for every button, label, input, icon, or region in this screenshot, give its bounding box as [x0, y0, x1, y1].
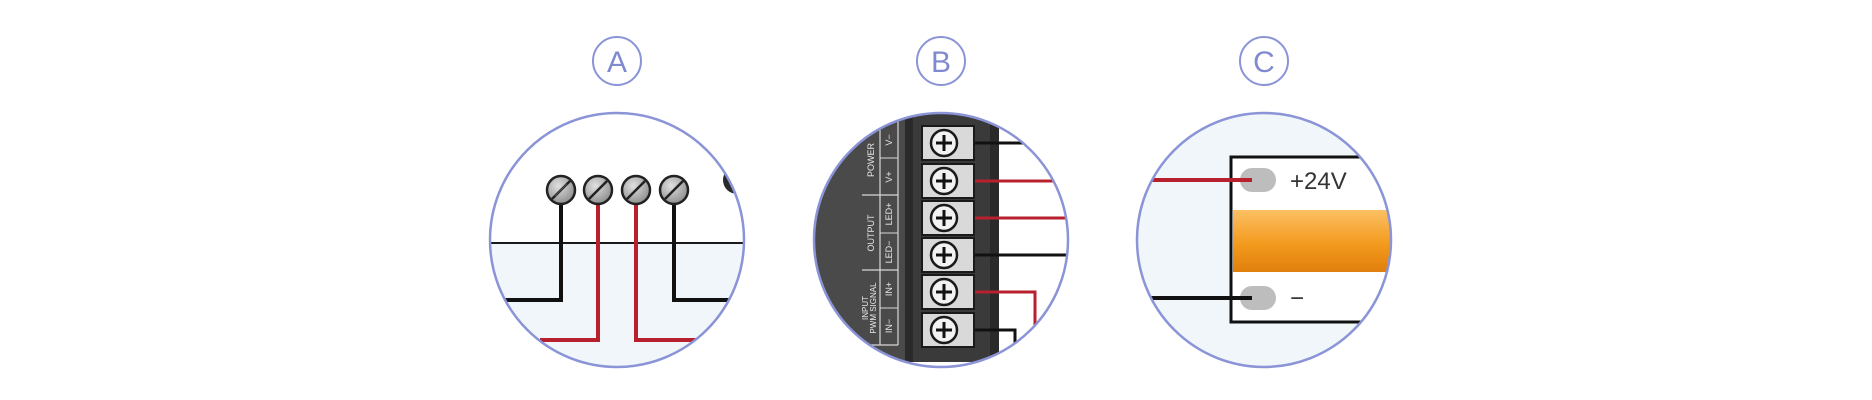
panel-b-detail: POWER OUTPUT INPUT PWM SIGNAL V− V+ LED+… — [812, 111, 1070, 369]
panel-a-wire-red-1 — [540, 190, 600, 342]
panel-c-detail: +24V − — [1135, 111, 1393, 369]
panel-label-b: B — [916, 36, 966, 86]
panel-a-wire-black-1 — [490, 190, 563, 302]
pin-label-in-minus: IN− — [884, 319, 894, 333]
svg-text:B: B — [931, 46, 951, 79]
pin-label-in-plus: IN+ — [884, 282, 894, 296]
panel-a-detail — [488, 111, 746, 369]
panel-a-screw-4 — [658, 174, 690, 206]
group-label-power: POWER — [866, 143, 876, 178]
negative-label: − — [1290, 285, 1304, 312]
terminal-screw-1 — [921, 125, 975, 161]
solder-pad-negative — [1240, 286, 1276, 310]
terminal-screws — [921, 125, 975, 348]
panel-label-a: A — [592, 36, 642, 86]
group-label-input: INPUT — [861, 296, 870, 320]
terminal-screw-4 — [921, 237, 975, 273]
panel-b-circle — [812, 111, 1070, 369]
pin-label-v-plus: V+ — [884, 171, 894, 182]
svg-text:A: A — [607, 46, 627, 79]
panel-a-knob — [723, 166, 744, 194]
panel-a-screw-1 — [545, 174, 577, 206]
pin-label-led-minus: LED− — [884, 241, 894, 264]
group-label-output: OUTPUT — [866, 214, 876, 252]
terminal-screw-3 — [921, 200, 975, 236]
terminal-screw-6 — [921, 312, 975, 348]
positive-voltage-label: +24V — [1290, 168, 1347, 195]
panel-label-c: C — [1239, 36, 1289, 86]
panel-a-wire-red-2 — [634, 190, 700, 342]
group-label-pwm-signal: PWM SIGNAL — [869, 282, 878, 334]
panel-a-screw-2 — [582, 174, 614, 206]
terminal-screw-2 — [921, 163, 975, 199]
pin-label-led-plus: LED+ — [884, 203, 894, 226]
panel-a-circle — [488, 111, 746, 369]
panel-a-wire-black-2 — [672, 190, 740, 302]
pin-label-v-minus: V− — [884, 134, 894, 145]
led-strip-body — [1233, 210, 1391, 272]
panel-a-screw-3 — [620, 174, 652, 206]
terminal-screw-5 — [921, 274, 975, 310]
panel-c-circle — [1135, 111, 1393, 369]
panel-a-lower-area — [490, 243, 744, 367]
svg-text:C: C — [1253, 46, 1275, 79]
solder-pad-positive — [1240, 168, 1276, 192]
